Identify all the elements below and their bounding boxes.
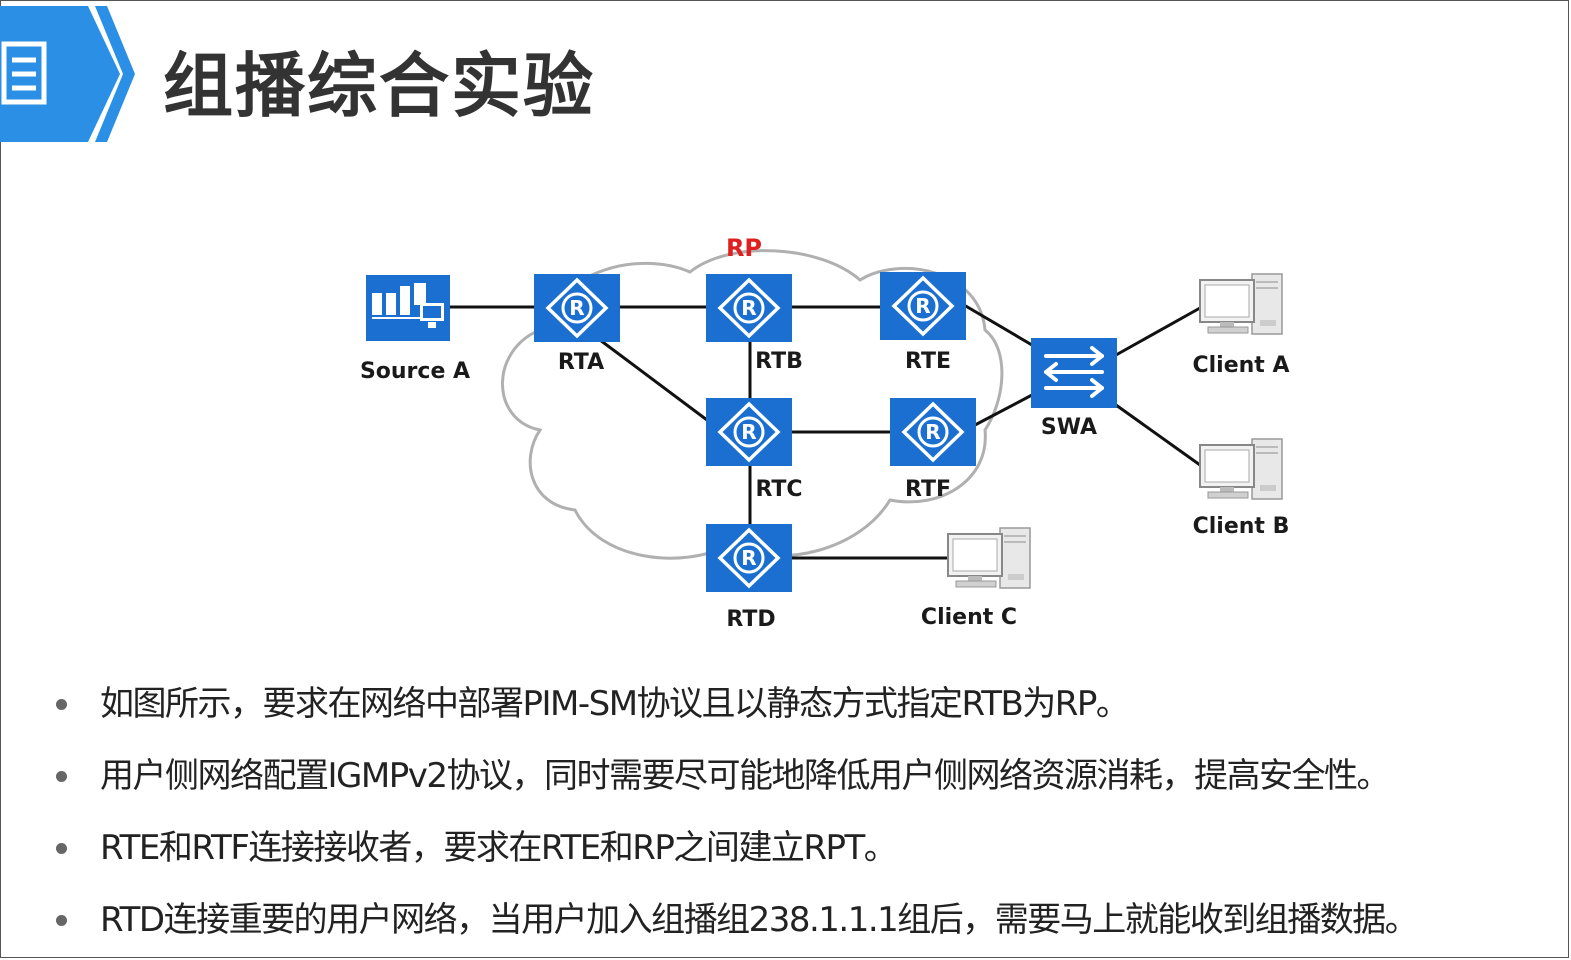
rtb-router-icon (706, 274, 792, 342)
bullet-text: 如图所示，要求在网络中部署PIM-SM协议且以静态方式指定RTB为RP。 (100, 684, 1130, 724)
bullet-text: RTE和RTF连接接收者，要求在RTE和RP之间建立RPT。 (100, 828, 898, 868)
list-item: RTE和RTF连接接收者，要求在RTE和RP之间建立RPT。 (50, 816, 1560, 888)
bullet-text: 用户侧网络配置IGMPv2协议，同时需要尽可能地降低用户侧网络资源消耗，提高安全… (100, 756, 1390, 796)
bullet-dot-icon (56, 771, 67, 782)
rp-label: RP (726, 234, 762, 262)
client-a-label: Client A (1192, 353, 1289, 378)
swa-label: SWA (1041, 415, 1097, 440)
rtf-router-icon (890, 398, 976, 466)
network-topology-diagram: R (360, 234, 1290, 632)
network-links (450, 303, 1201, 560)
list-item: 用户侧网络配置IGMPv2协议，同时需要尽可能地降低用户侧网络资源消耗，提高安全… (50, 744, 1560, 816)
client-c-label: Client C (921, 605, 1017, 630)
source-a-server-icon (366, 275, 450, 341)
client-b-label: Client B (1193, 514, 1290, 539)
rta-label: RTA (558, 350, 604, 375)
swa-switch-icon (1031, 338, 1117, 408)
page-title: 组播综合实验 (163, 45, 595, 127)
rta-router-icon (534, 274, 620, 342)
bullet-dot-icon (56, 915, 67, 926)
rtc-router-icon (706, 398, 792, 466)
requirements-list: 如图所示，要求在网络中部署PIM-SM协议且以静态方式指定RTB为RP。 用户侧… (50, 672, 1560, 960)
rtd-router-icon (706, 524, 792, 592)
client-c-pc-icon (947, 527, 1031, 589)
rtf-label: RTF (905, 477, 951, 502)
bullet-text: RTD连接重要的用户网络，当用户加入组播组238.1.1.1组后，需要马上就能收… (100, 900, 1419, 940)
source-a-label: Source A (360, 359, 470, 384)
rtd-label: RTD (726, 607, 775, 632)
rtb-label: RTB (755, 349, 803, 374)
rte-label: RTE (905, 349, 951, 374)
rtc-label: RTC (755, 477, 802, 502)
client-a-pc-icon (1199, 273, 1283, 335)
client-b-pc-icon (1199, 438, 1283, 500)
list-item: RTD连接重要的用户网络，当用户加入组播组238.1.1.1组后，需要马上就能收… (50, 888, 1560, 960)
bullet-dot-icon (56, 843, 67, 854)
list-item: 如图所示，要求在网络中部署PIM-SM协议且以静态方式指定RTB为RP。 (50, 672, 1560, 744)
rte-router-icon (880, 272, 966, 340)
document-list-icon (0, 6, 135, 142)
bullet-dot-icon (56, 699, 67, 710)
